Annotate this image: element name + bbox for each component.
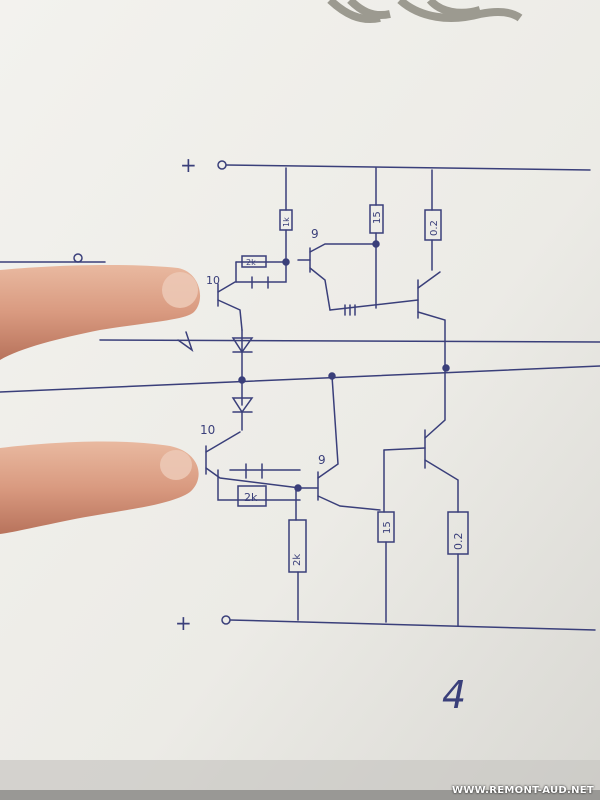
label-r-15-bottom: 15: [382, 521, 393, 534]
finger-top: [0, 264, 201, 360]
label-r-bias-bottom: 2k: [292, 554, 303, 566]
label-q10-bottom: 10: [200, 423, 215, 437]
coiled-cable: [327, 0, 523, 23]
label-r-2k-bottom: 2k: [244, 491, 258, 504]
label-q10-top: 10: [206, 274, 220, 287]
label-q9-top: 9: [311, 227, 319, 241]
label-plus-bottom: +: [175, 611, 192, 635]
label-q9-bottom: 9: [318, 453, 326, 467]
label-r-02-bottom: 0.2: [452, 533, 465, 551]
label-r-02-top: 0.2: [429, 220, 440, 236]
label-page-number: 4: [442, 673, 466, 717]
label-r-15-top: 15: [372, 211, 383, 224]
watermark: WWW.REMONT-AUD.NET: [451, 785, 594, 796]
label-r-2k-top: 2k: [246, 258, 256, 267]
label-plus-top: +: [180, 153, 197, 177]
paper-shadow: [0, 760, 600, 800]
hand-fingers: [0, 264, 201, 534]
label-r-1k-top: 1k: [282, 217, 291, 227]
finger-bottom: [0, 441, 199, 534]
schematic-lines: [0, 160, 600, 631]
